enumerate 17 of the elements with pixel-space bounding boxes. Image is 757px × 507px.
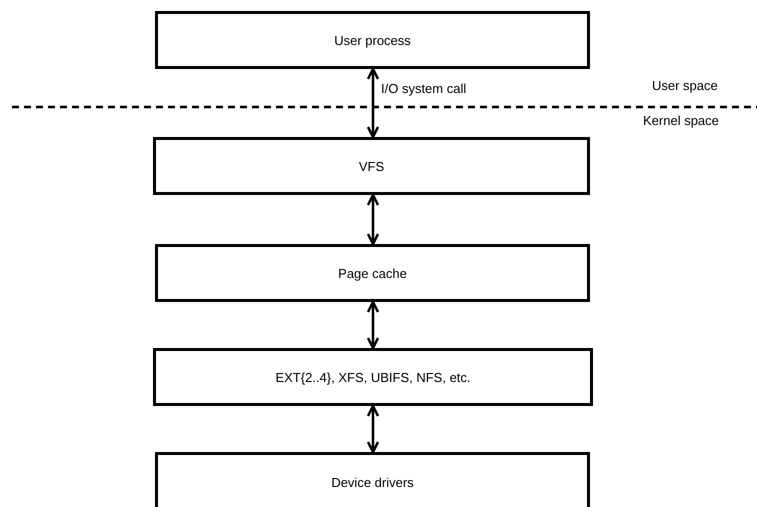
layer-box	[155, 11, 590, 69]
double-arrow	[366, 300, 380, 350]
region-label: Kernel space	[643, 113, 719, 128]
layer-box	[153, 137, 590, 195]
double-arrow	[366, 404, 380, 454]
layer-name: User process	[334, 32, 411, 48]
region-label: User space	[652, 78, 718, 93]
layer-name: EXT{2..4}, XFS, UBIFS, NFS, etc.	[275, 370, 471, 384]
layer-box	[155, 244, 590, 302]
layer-box	[155, 452, 590, 507]
layer-name: Device drivers	[331, 474, 414, 490]
layer-box	[153, 348, 593, 406]
layer-name: Page cache	[338, 266, 407, 280]
double-arrow	[366, 194, 380, 246]
layer-name: VFS	[358, 158, 384, 174]
edge-label: I/O system call	[381, 81, 466, 96]
double-arrow	[366, 68, 380, 138]
